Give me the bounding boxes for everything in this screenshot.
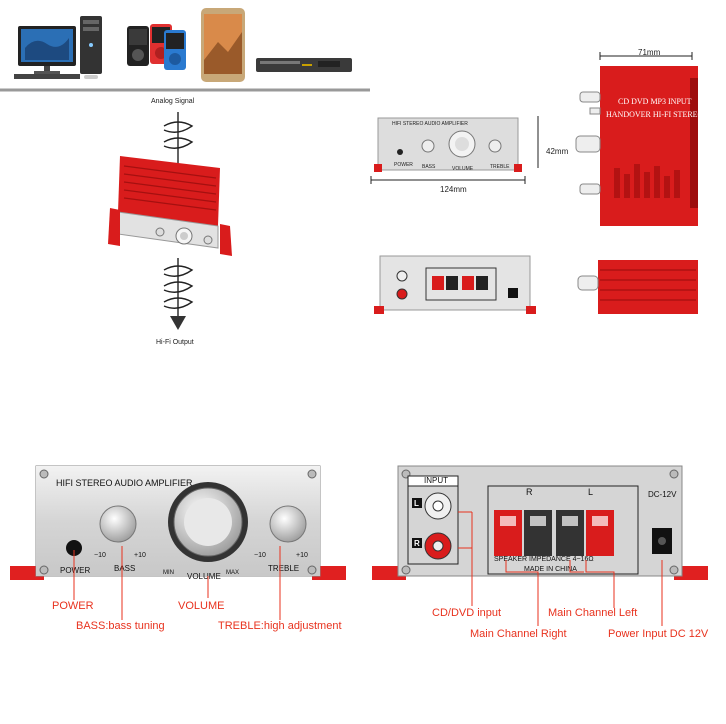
front-bass-small: BASS — [422, 164, 436, 170]
front-dimension-view — [368, 112, 548, 202]
source-devices-strip — [0, 0, 370, 92]
height-dimension: 42mm — [546, 147, 569, 156]
rear-callout-lines — [458, 511, 663, 626]
callout-treble: TREBLE:high adjustment — [218, 620, 342, 632]
front-brand-large: HIFI STEREO AUDIO AMPLIFIER — [56, 478, 193, 488]
analog-signal-label: Analog Signal — [151, 98, 195, 105]
callout-power: POWER — [52, 600, 94, 612]
callout-bass: BASS:bass tuning — [76, 620, 165, 632]
callout-main-right: Main Channel Right — [470, 628, 567, 640]
rear-dc-label: DC-12V — [648, 490, 677, 499]
side-view-amplifier — [574, 254, 704, 320]
front-treble-plus: +10 — [296, 552, 308, 559]
front-callout-lines — [73, 546, 281, 620]
amplifier-angled-icon — [108, 156, 232, 256]
front-bass-plus: +10 — [134, 552, 146, 559]
front-bass-minus: −10 — [94, 552, 106, 559]
top-panel-line2: HANDOVER HI-FI STEREO — [606, 110, 704, 119]
front-treble-large: TREBLE — [268, 564, 300, 573]
front-treble-minus: −10 — [254, 552, 266, 559]
front-min-large: MIN — [163, 570, 174, 576]
top-view-amplifier — [572, 48, 702, 233]
width-dimension: 124mm — [440, 185, 467, 194]
front-volume-small: VOLUME — [452, 166, 474, 172]
rear-left-label: L — [414, 499, 419, 508]
front-power-large: POWER — [60, 566, 91, 575]
rear-speaker-r: R — [526, 487, 533, 497]
rear-made-in: MADE IN CHINA — [524, 566, 577, 573]
callout-main-left: Main Channel Left — [548, 607, 638, 619]
front-power-small: POWER — [394, 162, 413, 168]
hifi-output-label: Hi-Fi Output — [156, 339, 194, 346]
front-bass-large: BASS — [114, 564, 136, 573]
front-brand-small: HIFI STEREO AUDIO AMPLIFIER — [392, 121, 468, 127]
down-arrow-head-icon — [170, 316, 186, 330]
callout-cd-input: CD/DVD input — [432, 607, 502, 619]
output-signal-arrow-icon — [163, 258, 194, 318]
mp3-players-icon — [127, 24, 186, 70]
top-panel-line1: CD DVD MP3 INPUT — [618, 97, 692, 106]
input-signal-arrow-icon — [163, 112, 194, 164]
dvd-player-icon — [256, 58, 352, 72]
front-max-large: MAX — [226, 570, 240, 576]
rear-view-small — [370, 252, 542, 318]
rear-right-label: R — [414, 539, 420, 548]
smartphone-icon — [201, 8, 245, 82]
signal-flow-graphic — [100, 108, 260, 338]
depth-dimension: 71mm — [638, 48, 661, 57]
rear-input-label: INPUT — [424, 476, 448, 485]
callout-power-input: Power Input DC 12V — [608, 628, 709, 640]
rear-panel-large — [370, 462, 710, 590]
front-treble-small: TREBLE — [490, 164, 510, 170]
source-devices-graphic — [0, 8, 370, 92]
callout-volume: VOLUME — [178, 600, 225, 612]
front-panel-large — [8, 462, 348, 590]
desktop-computer-icon — [14, 16, 102, 79]
rear-impedance-label: SPEAKER IMPEDANCE 4~16Ω — [494, 556, 594, 563]
front-volume-large: VOLUME — [187, 572, 221, 581]
rear-speaker-l: L — [588, 487, 594, 497]
